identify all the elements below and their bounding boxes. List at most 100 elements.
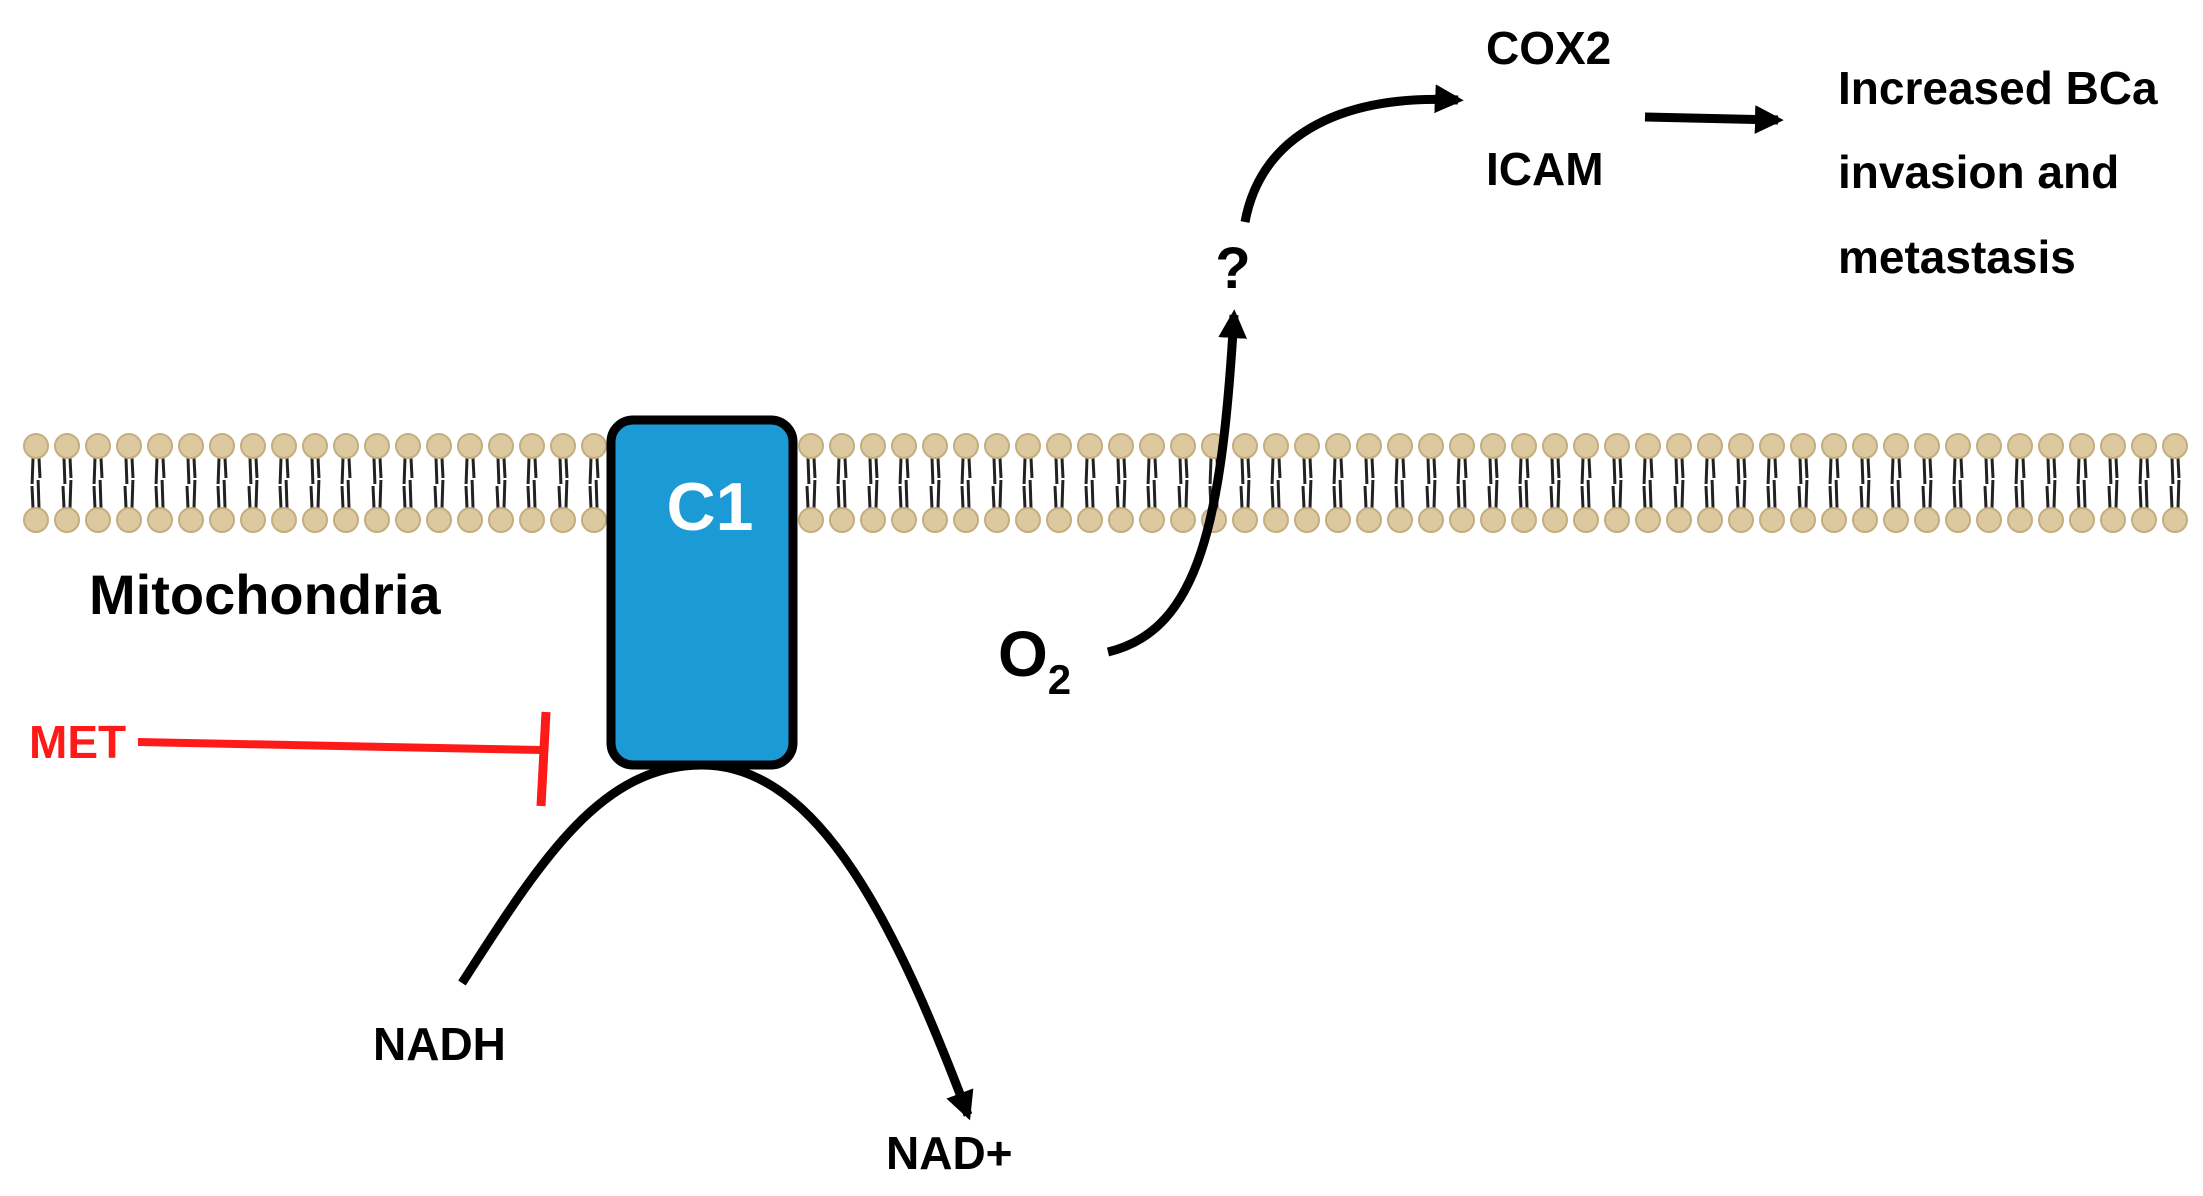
lipid-head — [2131, 433, 2157, 459]
met-inhibition-line — [137, 738, 542, 754]
met-inhibition-bar — [536, 711, 551, 807]
lipid-tail — [1580, 479, 1591, 509]
lipid-head — [2069, 507, 2095, 533]
lipid-tail — [1983, 479, 1995, 509]
lipid-head — [147, 433, 173, 459]
lipid-tail — [1022, 479, 1033, 509]
lipid-head — [1883, 507, 1909, 533]
lipid-head — [1914, 507, 1940, 533]
lipid-tail — [805, 479, 817, 509]
lipid-tail — [402, 457, 414, 485]
lipid-tail — [1425, 479, 1437, 509]
lipid-head — [302, 433, 328, 459]
lipid-head — [1852, 507, 1878, 533]
lipid-head — [1263, 507, 1289, 533]
lipid-head — [1759, 507, 1785, 533]
lipid-tail — [1766, 479, 1777, 509]
lipid-tail — [1674, 457, 1685, 485]
lipid-head — [23, 433, 49, 459]
lipid-head — [1325, 433, 1351, 459]
lipid-head — [1697, 433, 1723, 459]
lipid-head — [2038, 507, 2064, 533]
lipid-head — [1449, 507, 1475, 533]
lipid-tail — [340, 479, 351, 509]
lipid-head — [519, 433, 545, 459]
lipid-tail — [1612, 457, 1623, 485]
lipid-head — [1511, 433, 1537, 459]
lipid-head — [2100, 507, 2126, 533]
lipid-head — [891, 433, 917, 459]
lipid-head — [1046, 433, 1072, 459]
lipid-tail — [960, 457, 972, 485]
lipid-tail — [278, 479, 289, 509]
lipid-tail — [2014, 457, 2026, 485]
lipid-tail — [433, 479, 445, 509]
lipid-head — [426, 433, 452, 459]
lipid-tail — [929, 479, 941, 509]
lipid-tail — [1890, 479, 1901, 509]
lipid-tail — [310, 457, 321, 485]
lipid-tail — [2169, 479, 2181, 509]
lipid-tail — [247, 479, 259, 509]
lipid-head — [1387, 433, 1413, 459]
lipid-tail — [1798, 457, 1809, 485]
lipid-head — [1728, 507, 1754, 533]
lipid-head — [457, 433, 483, 459]
lipid-head — [1108, 433, 1134, 459]
lipid-tail — [124, 457, 135, 485]
lipid-tail — [1673, 479, 1685, 509]
lipid-head — [953, 507, 979, 533]
lipid-tail — [1363, 479, 1375, 509]
lipid-head — [798, 433, 824, 459]
lipid-tail — [1426, 457, 1437, 485]
lipid-tail — [992, 457, 1003, 485]
lipid-tail — [898, 457, 910, 485]
lipid-tail — [1488, 457, 1499, 485]
lipid-tail — [1828, 479, 1839, 509]
lipid-tail — [1302, 457, 1313, 485]
lipid-head — [1573, 507, 1599, 533]
lipid-head — [1170, 507, 1196, 533]
lipid-tail — [867, 479, 879, 509]
lipid-head — [1325, 507, 1351, 533]
lipid-head — [581, 433, 607, 459]
lipid-head — [1449, 433, 1475, 459]
lipid-head — [953, 433, 979, 459]
lipid-tail — [2076, 479, 2087, 509]
lipid-tail — [1146, 457, 1158, 485]
lipid-tail — [1146, 479, 1157, 509]
lipid-tail — [1178, 457, 1189, 485]
lipid-head — [1294, 507, 1320, 533]
cox2-label: COX2 — [1486, 22, 1611, 74]
lipid-tail — [1301, 479, 1313, 509]
lipid-head — [1418, 433, 1444, 459]
lipid-tail — [1332, 457, 1344, 485]
icam-label: ICAM — [1486, 143, 1604, 195]
lipid-tail — [1984, 457, 1995, 485]
complex-i-label: C1 — [667, 469, 754, 545]
lipid-tail — [216, 457, 228, 485]
lipid-head — [1790, 433, 1816, 459]
lipid-head — [1139, 507, 1165, 533]
lipid-head — [54, 507, 80, 533]
lipid-head — [488, 433, 514, 459]
oxygen-label: O2 — [998, 618, 1071, 703]
lipid-tail — [1766, 457, 1778, 485]
lipid-head — [1139, 433, 1165, 459]
lipid-head — [1418, 507, 1444, 533]
lipid-tail — [1642, 457, 1654, 485]
lipid-head — [581, 507, 607, 533]
nad-plus-label: NAD+ — [886, 1127, 1013, 1179]
lipid-head — [922, 433, 948, 459]
lipid-tail — [2076, 457, 2088, 485]
lipid-head — [1170, 433, 1196, 459]
lipid-head — [1232, 433, 1258, 459]
lipid-head — [364, 507, 390, 533]
lipid-head — [1480, 507, 1506, 533]
nadh-to-nad-arrow — [458, 760, 974, 1121]
lipid-tail — [1922, 457, 1933, 485]
lipid-head — [519, 507, 545, 533]
lipid-head — [1046, 507, 1072, 533]
lipid-head — [550, 433, 576, 459]
